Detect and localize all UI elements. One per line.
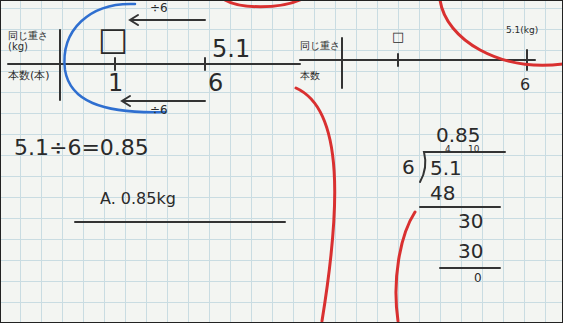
remainder: 0 [474,272,482,285]
borrow-mark: 4 [445,145,451,155]
table-divider [341,38,343,88]
division-line [440,267,500,269]
division-line [420,206,500,208]
dividend: 5.1 [430,157,462,179]
arrow [130,15,205,25]
number: 1 [108,70,123,96]
teacher-circle [64,4,165,112]
axis-label: 本数(本) [8,70,56,82]
partial-product: 30 [458,240,483,262]
divisor: 6 [402,156,415,178]
teacher-mark [296,88,335,321]
number: 6 [208,70,223,96]
answer-underline [75,221,285,223]
equation: 5.1÷6=0.85 [14,136,149,160]
partial-product: 48 [430,182,455,204]
quotient: 0.85 [436,124,481,146]
operation-label: ÷6 [150,104,168,117]
number-line [8,63,300,65]
answer: A. 0.85kg [100,190,176,208]
axis-label: 同じ重さ [300,40,340,51]
teacher-mark [396,212,415,321]
number: 6 [520,76,530,94]
number: 5.1 [212,36,250,62]
tick-mark [115,58,205,70]
borrow-mark: 10 [468,145,479,155]
remainder: 30 [458,210,483,232]
unknown-box: □ [392,30,404,44]
operation-label: ÷6 [150,2,168,15]
table-divider [59,30,61,100]
number: 5.1(kg) [506,26,538,36]
axis-label: 同じ重さ(kg) [8,30,56,52]
division-bracket [420,152,505,182]
teacher-mark [225,0,300,7]
teacher-mark [440,0,563,65]
unknown-box: □ [98,22,128,57]
axis-label: 本数 [300,70,320,81]
